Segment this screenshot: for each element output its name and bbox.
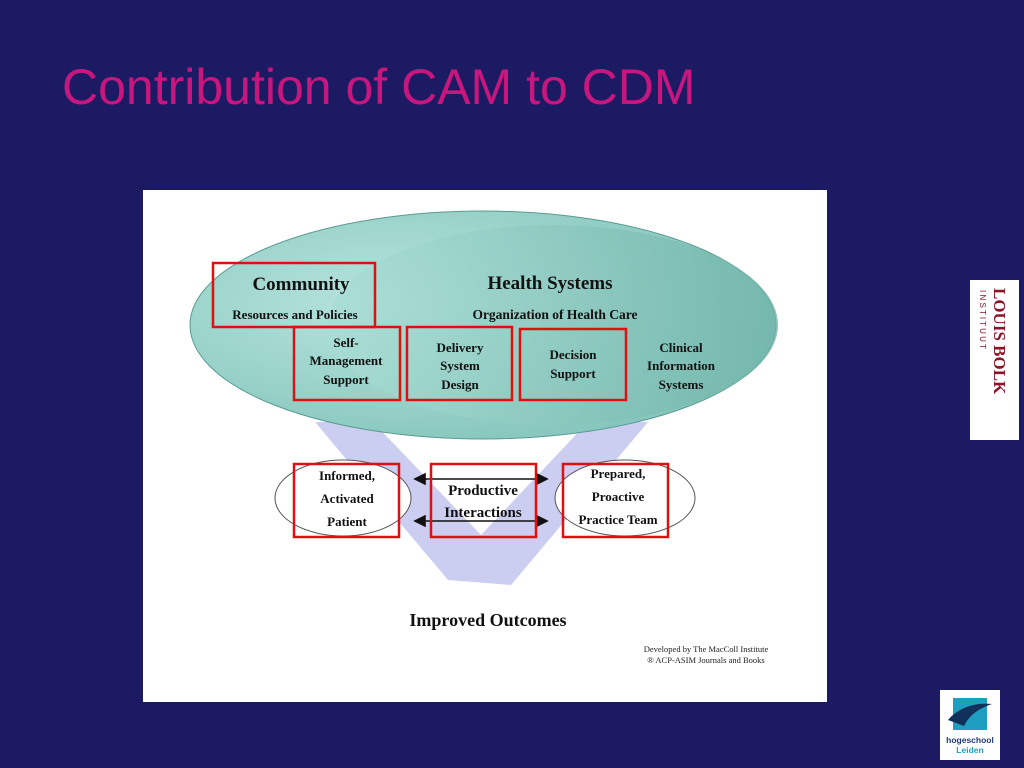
highlight-informed-patient	[292, 462, 401, 539]
diagram-svg: Community Resources and Policies Health …	[189, 210, 778, 665]
highlight-boxes	[211, 261, 670, 539]
prepared-team-line-1: Prepared,	[591, 466, 646, 481]
highlight-delivery-system	[405, 325, 514, 402]
prepared-team-line-2: Proactive	[592, 489, 645, 504]
community-title: Community	[252, 274, 350, 295]
slide-title: Contribution of CAM to CDM	[62, 59, 696, 115]
improved-outcomes-label: Improved Outcomes	[409, 610, 566, 630]
leiden-text: Leiden	[956, 745, 983, 755]
interaction-arrows	[413, 472, 549, 528]
clinical-info-line-1: Clinical	[659, 340, 703, 355]
decision-support-line-2: Support	[550, 366, 596, 381]
clinical-info-line-3: Systems	[659, 377, 704, 392]
louis-bolk-name: LOUIS BOLK	[990, 288, 1009, 395]
self-management-line-1: Self-	[333, 335, 358, 350]
informed-patient-line-1: Informed,	[319, 468, 375, 483]
decision-support-line-1: Decision	[550, 347, 598, 362]
health-systems-subtitle: Organization of Health Care	[472, 307, 637, 322]
community-subtitle: Resources and Policies	[232, 307, 357, 322]
prepared-team-line-3: Practice Team	[578, 512, 657, 527]
informed-patient-line-2: Activated	[320, 491, 374, 506]
informed-patient-line-3: Patient	[327, 514, 367, 529]
credit-line-1: Developed by The MacColl Institute	[644, 644, 769, 654]
highlight-decision-support	[518, 327, 628, 402]
clinical-info-line-2: Information	[647, 358, 716, 373]
health-systems-title: Health Systems	[487, 273, 612, 294]
chronic-care-model-diagram: Community Resources and Policies Health …	[143, 190, 827, 702]
productive-interactions-line-2: Interactions	[444, 505, 522, 521]
productive-interactions-line-1: Productive	[448, 483, 518, 499]
delivery-system-line-1: Delivery	[437, 340, 484, 355]
louis-bolk-logo: LOUIS BOLK I N S T I T U U T	[970, 280, 1019, 440]
highlight-self-management	[292, 325, 402, 402]
delivery-system-line-2: System	[440, 358, 480, 373]
bird-icon	[948, 703, 992, 726]
health-systems-ellipse	[328, 225, 778, 425]
delivery-system-line-3: Design	[441, 377, 479, 392]
highlight-prepared-team	[561, 462, 670, 539]
louis-bolk-sub: I N S T I T U U T	[978, 290, 987, 349]
highlight-productive-interactions	[429, 462, 538, 539]
hogeschool-text: hogeschool	[946, 735, 994, 745]
credit-line-2: ® ACP-ASIM Journals and Books	[647, 655, 764, 665]
self-management-line-3: Support	[323, 372, 369, 387]
self-management-line-2: Management	[310, 353, 384, 368]
hogeschool-leiden-logo: hogeschool Leiden	[940, 690, 1000, 760]
